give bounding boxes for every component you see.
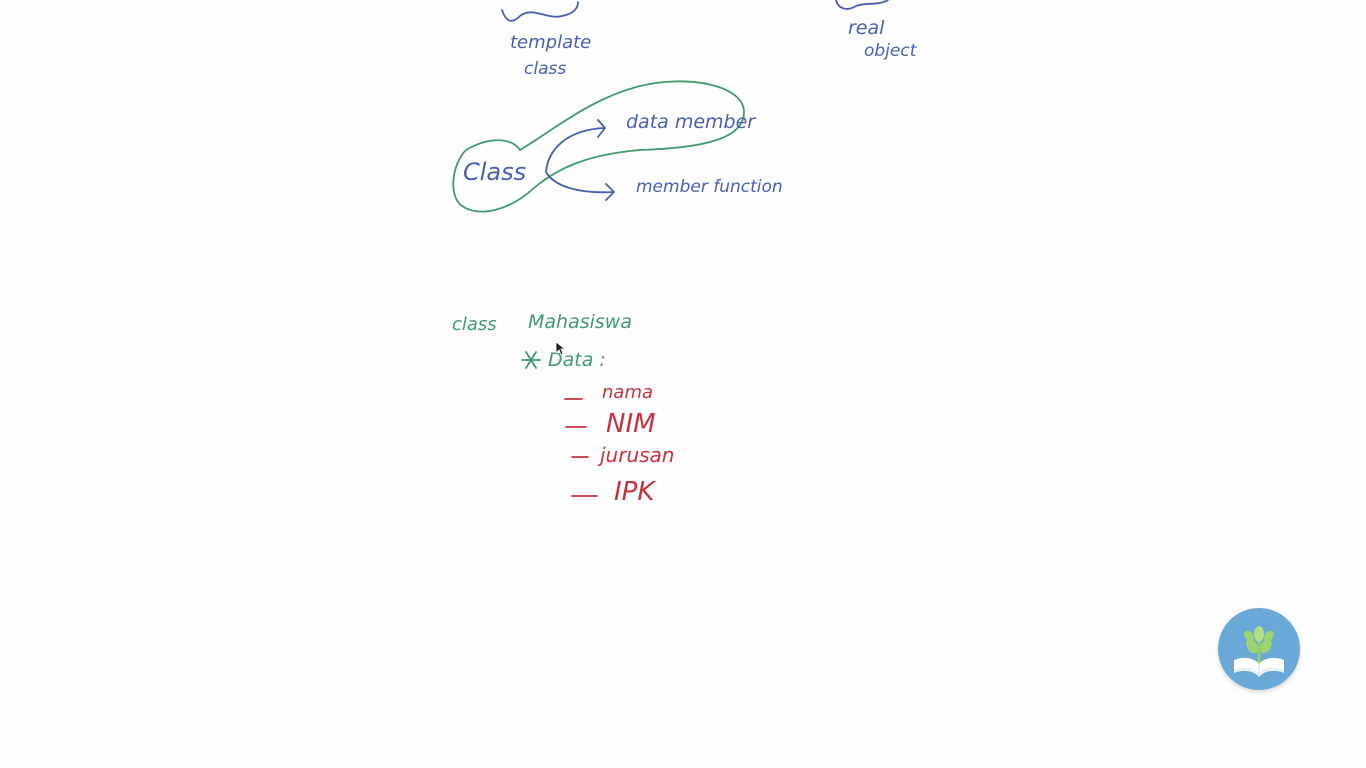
arrow-head-bottom — [605, 183, 615, 201]
arrow-head-top — [597, 119, 606, 138]
field-jurusan: jurusan — [597, 443, 674, 467]
star-bullet-icon — [521, 351, 541, 369]
top-squiggle — [501, 1, 579, 22]
class-outline — [452, 80, 745, 213]
field-nama: nama — [602, 382, 653, 403]
data-member-label: data member — [626, 111, 756, 133]
member-function-label: member function — [636, 177, 783, 197]
book-plant-icon — [1234, 626, 1284, 677]
top-right-squiggle — [835, 0, 889, 10]
class-label: Class — [463, 158, 526, 186]
real-object-line2: object — [864, 41, 918, 61]
real-object-line1: real — [848, 17, 885, 39]
class-name: Mahasiswa — [528, 311, 632, 333]
course-logo-badge — [1218, 608, 1300, 690]
template-note-line1: template — [510, 32, 591, 53]
arrow-to-member-function — [545, 171, 615, 194]
arrow-to-data-member — [545, 127, 605, 173]
field-nim: NIM — [606, 409, 656, 439]
field-ipk: IPK — [614, 477, 656, 507]
template-note-line2: class — [524, 59, 566, 79]
class-keyword: class — [452, 314, 497, 335]
